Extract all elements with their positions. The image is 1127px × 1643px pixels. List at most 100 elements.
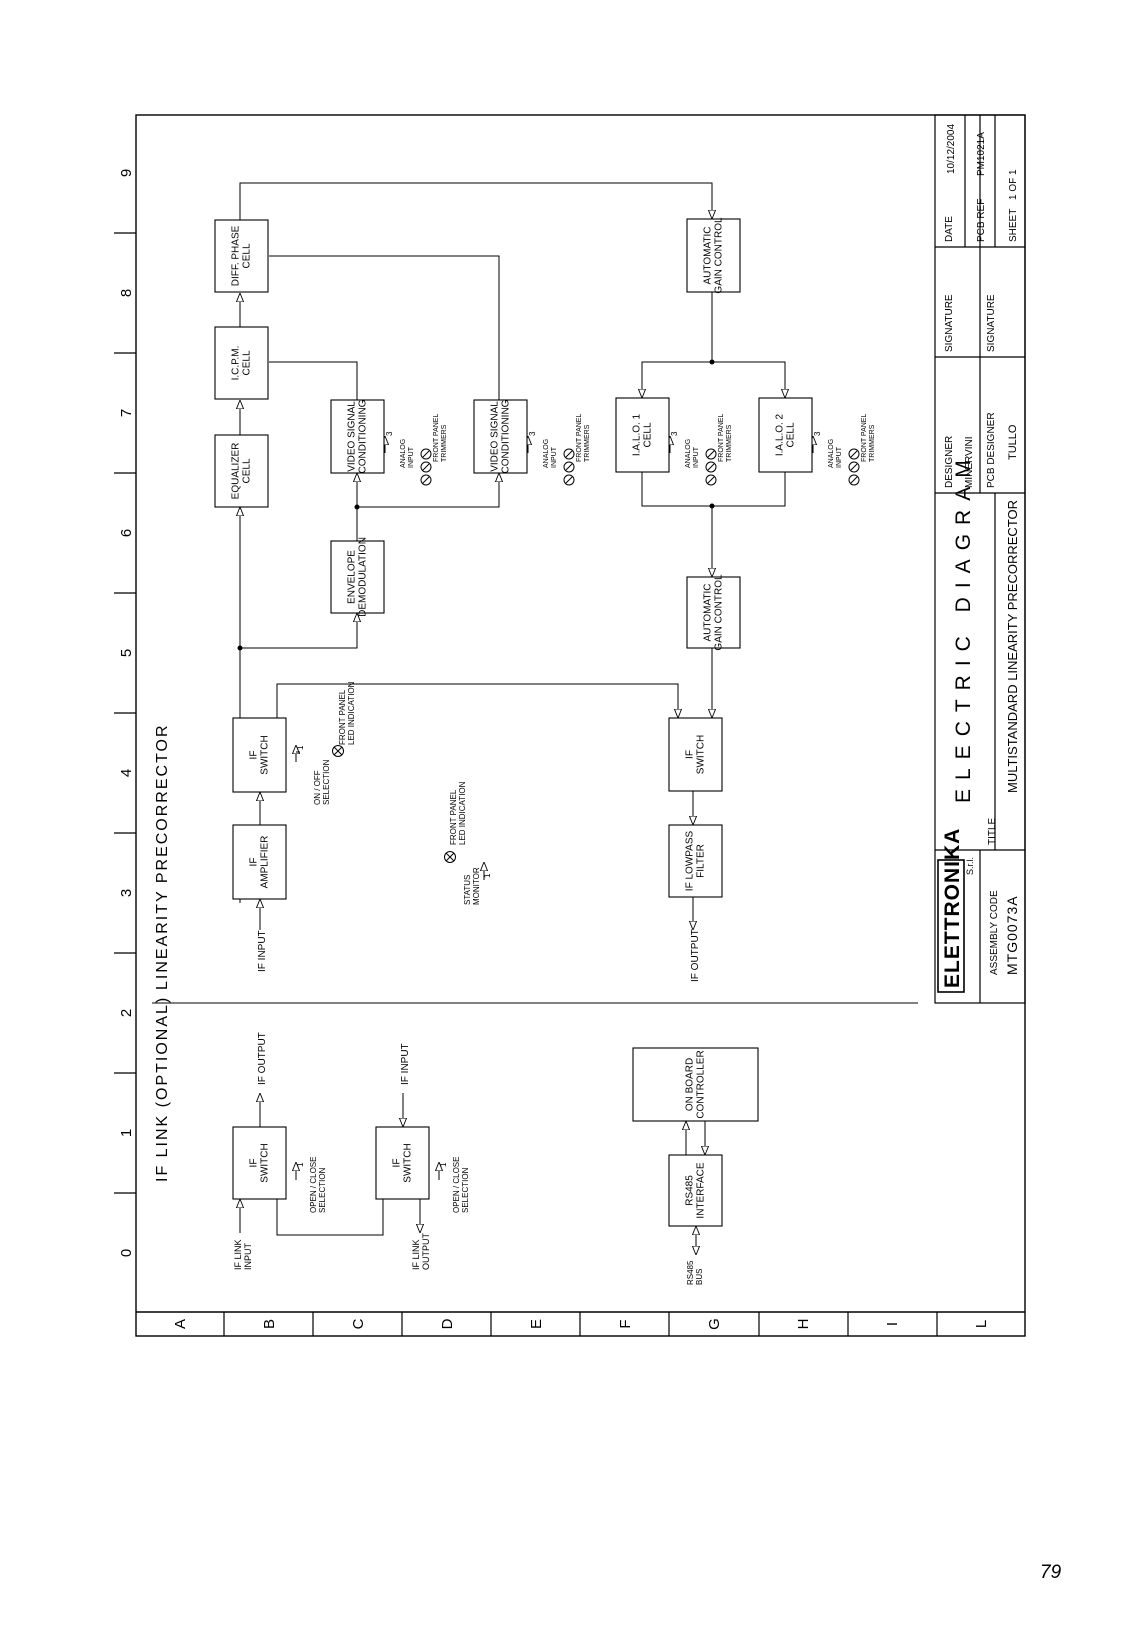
led-icon	[332, 745, 344, 757]
row-label: B	[261, 1319, 278, 1329]
svg-text:IFSWITCH: IFSWITCH	[249, 735, 271, 774]
label-front-panel-trimmers: FRONT PANELTRIMMERS	[718, 414, 733, 462]
row-label: G	[706, 1318, 723, 1330]
bus-count: 1	[483, 873, 492, 878]
label-front-panel-led: FRONT PANELLED INDICATION	[449, 781, 467, 845]
analog-input-icon	[563, 474, 575, 486]
row-label: H	[795, 1319, 812, 1330]
svg-text:EQUALIZERCELL: EQUALIZERCELL	[231, 443, 253, 500]
label-analog-input: ANALOGINPUT	[828, 439, 843, 468]
block-onboard: ON BOARDCONTROLLER	[632, 1047, 759, 1122]
block-equalizer: EQUALIZERCELL	[214, 434, 269, 508]
svg-text:ON BOARDCONTROLLER: ON BOARDCONTROLLER	[685, 1050, 707, 1118]
svg-text:VIDEO SIGNALCONDITIONING: VIDEO SIGNALCONDITIONING	[347, 399, 369, 473]
label-open-close-selection: OPEN / CLOSESELECTION	[309, 1157, 327, 1213]
label-analog-input: ANALOGINPUT	[400, 439, 415, 468]
svg-text:AUTOMATICGAIN CONTROL: AUTOMATICGAIN CONTROL	[703, 574, 725, 651]
label-if-link-input: IF LINKINPUT	[233, 1239, 253, 1270]
label-if-output: IF OUTPUT	[690, 929, 701, 982]
block-ialo2: I.A.L.O. 2CELL	[758, 397, 813, 473]
label-front-panel-trimmers: FRONT PANELTRIMMERS	[576, 414, 591, 462]
block-ialo1: I.A.L.O. 1CELL	[615, 397, 670, 473]
label-link-if-input: IF INPUT	[400, 1043, 411, 1085]
sheet-label: SHEET	[1008, 209, 1019, 242]
label-analog-input: ANALOGINPUT	[543, 439, 558, 468]
analog-input-icon	[705, 474, 717, 486]
bus-count: 1	[439, 1162, 448, 1167]
led-icon	[444, 851, 456, 863]
function-blocks: DIFF. PHASECELL I.C.P.M.CELL EQUALIZERCELL…	[214, 217, 813, 1227]
trimmer-icon	[563, 448, 575, 460]
svg-text:RS485INTERFACE: RS485INTERFACE	[685, 1162, 707, 1218]
bus-count: 3	[813, 431, 822, 436]
trimmer-icon	[848, 448, 860, 460]
row-label: F	[617, 1319, 634, 1328]
block-diff-phase: DIFF. PHASECELL	[214, 219, 269, 293]
bus-count: 3	[385, 431, 394, 436]
block-icpm: I.C.P.M.CELL	[214, 326, 269, 400]
block-link-switch-1: IFSWITCH	[232, 1126, 287, 1200]
block-agc-top: AUTOMATICGAIN CONTROL	[686, 217, 741, 294]
pcb-designer-label: PCB DESIGNER	[986, 412, 997, 488]
svg-text:I.A.L.O. 1CELL: I.A.L.O. 1CELL	[632, 413, 654, 456]
label-analog-input: ANALOGINPUT	[685, 439, 700, 468]
junction-dots	[237, 359, 715, 651]
label-status-monitor: STATUSMONITOR	[463, 867, 481, 905]
company-logo: ELETTRONIKA	[937, 828, 965, 993]
wiring	[240, 182, 813, 1255]
block-if-switch-mid: IFSWITCH	[668, 717, 723, 792]
column-label: 8	[118, 289, 135, 297]
svg-text:AUTOMATICGAIN CONTROL: AUTOMATICGAIN CONTROL	[703, 217, 725, 294]
column-label: 7	[118, 409, 135, 417]
annotations: IF INPUT IF OUTPUT IF LINKINPUT IF LINKO…	[233, 681, 704, 1285]
title-label: TITLE	[987, 817, 998, 845]
bus-count: 3	[528, 431, 537, 436]
svg-text:IF LOWPASSFILTER: IF LOWPASSFILTER	[685, 830, 707, 891]
block-if-amplifier: IFAMPLIFIER	[232, 824, 287, 900]
pcb-designer-name: TULLO	[1007, 424, 1019, 460]
row-label: L	[973, 1320, 990, 1328]
block-agc-mid: AUTOMATICGAIN CONTROL	[686, 574, 741, 651]
diagram-title: MULTISTANDARD LINEARITY PRECORRECTOR	[1005, 500, 1020, 793]
page-number: 79	[1040, 1562, 1062, 1583]
pcb-ref-label: PCB REF	[976, 199, 987, 242]
signature-label: SIGNATURE	[944, 294, 955, 352]
svg-text:IFAMPLIFIER: IFAMPLIFIER	[249, 836, 271, 889]
designer-label: DESIGNER	[944, 436, 955, 488]
svg-text:I.A.L.O. 2CELL: I.A.L.O. 2CELL	[775, 413, 797, 456]
label-front-panel-led: FRONT PANELLED INDICATION	[338, 681, 356, 745]
column-label: 2	[118, 1009, 135, 1017]
row-label: D	[439, 1318, 456, 1329]
trimmer-icon	[705, 461, 717, 473]
row-label: E	[528, 1319, 545, 1329]
label-on-off-selection: ON / OFFSELECTION	[313, 759, 331, 805]
assembly-code-label: ASSEMBLY CODE	[989, 890, 1000, 975]
svg-text:IFSWITCH: IFSWITCH	[392, 1143, 414, 1182]
analog-input-icon	[848, 474, 860, 486]
analog-input-icon	[420, 474, 432, 486]
row-ticks	[223, 1312, 938, 1336]
row-label: I	[884, 1322, 901, 1326]
svg-text:I.C.P.M.CELL: I.C.P.M.CELL	[231, 346, 253, 381]
svg-text:VIDEO SIGNALCONDITIONING: VIDEO SIGNALCONDITIONING	[490, 399, 512, 473]
signature-label: SIGNATURE	[986, 294, 997, 352]
block-vsc2: VIDEO SIGNALCONDITIONING	[473, 399, 528, 474]
label-rs485-bus: RS485BUS	[686, 1260, 704, 1285]
section-title-linearity: LINEARITY PRECORRECTOR	[154, 723, 171, 990]
title-block	[934, 114, 1026, 1004]
sheet-value: 1 OF 1	[1008, 169, 1019, 200]
section-title-if-link: IF LINK (OPTIONAL)	[154, 996, 171, 1182]
svg-text:IFSWITCH: IFSWITCH	[685, 735, 707, 774]
bus-count: 1	[296, 745, 305, 750]
label-link-if-output: IF OUTPUT	[257, 1032, 268, 1085]
label-front-panel-trimmers: FRONT PANELTRIMMERS	[861, 414, 876, 462]
block-if-lowpass: IF LOWPASSFILTER	[668, 824, 723, 898]
label-if-link-output: IF LINKOUTPUT	[411, 1233, 431, 1271]
label-open-close-selection: OPEN / CLOSESELECTION	[452, 1157, 470, 1213]
